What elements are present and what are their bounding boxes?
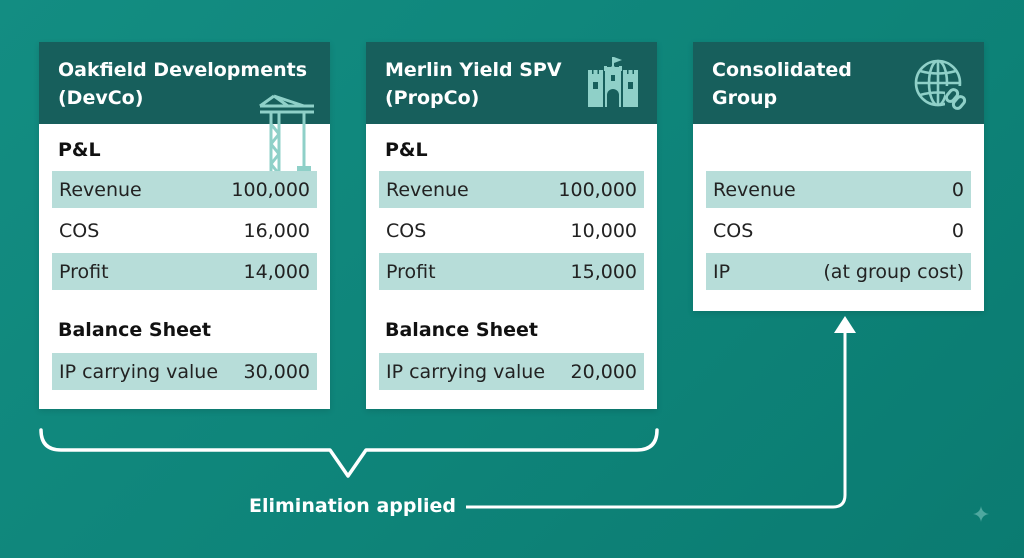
card-devco: Oakfield Developments (DevCo) P&L Revenu… [39, 42, 330, 409]
table-row: IP (at group cost) [706, 253, 971, 290]
row-value: 0 [951, 178, 964, 201]
table-row: Revenue 100,000 [52, 171, 317, 208]
card-title-line1: Oakfield Developments [58, 59, 308, 81]
row-value: 0 [951, 219, 964, 242]
row-label: COS [713, 219, 754, 242]
globe-link-icon [914, 59, 967, 110]
table-row: COS 16,000 [52, 212, 317, 249]
card-title-line2: Group [712, 87, 778, 109]
card-header: Merlin Yield SPV (PropCo) [366, 42, 657, 124]
card-title: Oakfield Developments (DevCo) [58, 56, 328, 112]
card-consolidated: Consolidated Group Revenue 0 COS 0 [693, 42, 984, 311]
table-row: Revenue 100,000 [379, 171, 644, 208]
card-header: Consolidated Group [693, 42, 984, 124]
row-value: 30,000 [243, 360, 310, 383]
arrow-head-icon [834, 316, 856, 333]
row-label: Revenue [386, 178, 469, 201]
table-row: Profit 15,000 [379, 253, 644, 290]
row-label: Revenue [59, 178, 142, 201]
table-row: Revenue 0 [706, 171, 971, 208]
row-label: Profit [386, 260, 436, 283]
row-label: Revenue [713, 178, 796, 201]
row-label: IP carrying value [386, 360, 546, 383]
row-label: COS [386, 219, 427, 242]
card-title-line2: (PropCo) [385, 87, 480, 109]
castle-icon [588, 57, 638, 107]
balance-sheet-label: Balance Sheet [385, 319, 538, 341]
row-value: 20,000 [570, 360, 637, 383]
card-title: Consolidated Group [712, 56, 982, 112]
row-value: 100,000 [558, 178, 637, 201]
brace-shape [39, 428, 659, 478]
row-label: Profit [59, 260, 109, 283]
table-row: Profit 14,000 [52, 253, 317, 290]
card-title: Merlin Yield SPV (PropCo) [385, 56, 655, 112]
table-row: COS 0 [706, 212, 971, 249]
card-propco: Merlin Yield SPV (PropCo) [366, 42, 657, 409]
sparkle-icon [973, 506, 989, 522]
card-title-line1: Consolidated [712, 59, 852, 81]
row-value: 14,000 [243, 260, 310, 283]
row-value: (at group cost) [823, 260, 964, 283]
arrow-line [466, 333, 847, 509]
card-title-line2: (DevCo) [58, 87, 144, 109]
row-value: 100,000 [231, 178, 310, 201]
balance-sheet-label: Balance Sheet [58, 319, 211, 341]
table-row: COS 10,000 [379, 212, 644, 249]
row-label: IP [713, 260, 731, 283]
elimination-label: Elimination applied [249, 495, 456, 517]
pl-label: P&L [58, 139, 101, 161]
row-label: IP carrying value [59, 360, 219, 383]
table-row: IP carrying value 30,000 [52, 353, 317, 390]
card-header: Oakfield Developments (DevCo) [39, 42, 330, 124]
table-row: IP carrying value 20,000 [379, 353, 644, 390]
pl-label: P&L [385, 139, 428, 161]
card-title-line1: Merlin Yield SPV [385, 59, 562, 81]
row-value: 15,000 [570, 260, 637, 283]
row-value: 16,000 [243, 219, 310, 242]
row-value: 10,000 [570, 219, 637, 242]
row-label: COS [59, 219, 100, 242]
